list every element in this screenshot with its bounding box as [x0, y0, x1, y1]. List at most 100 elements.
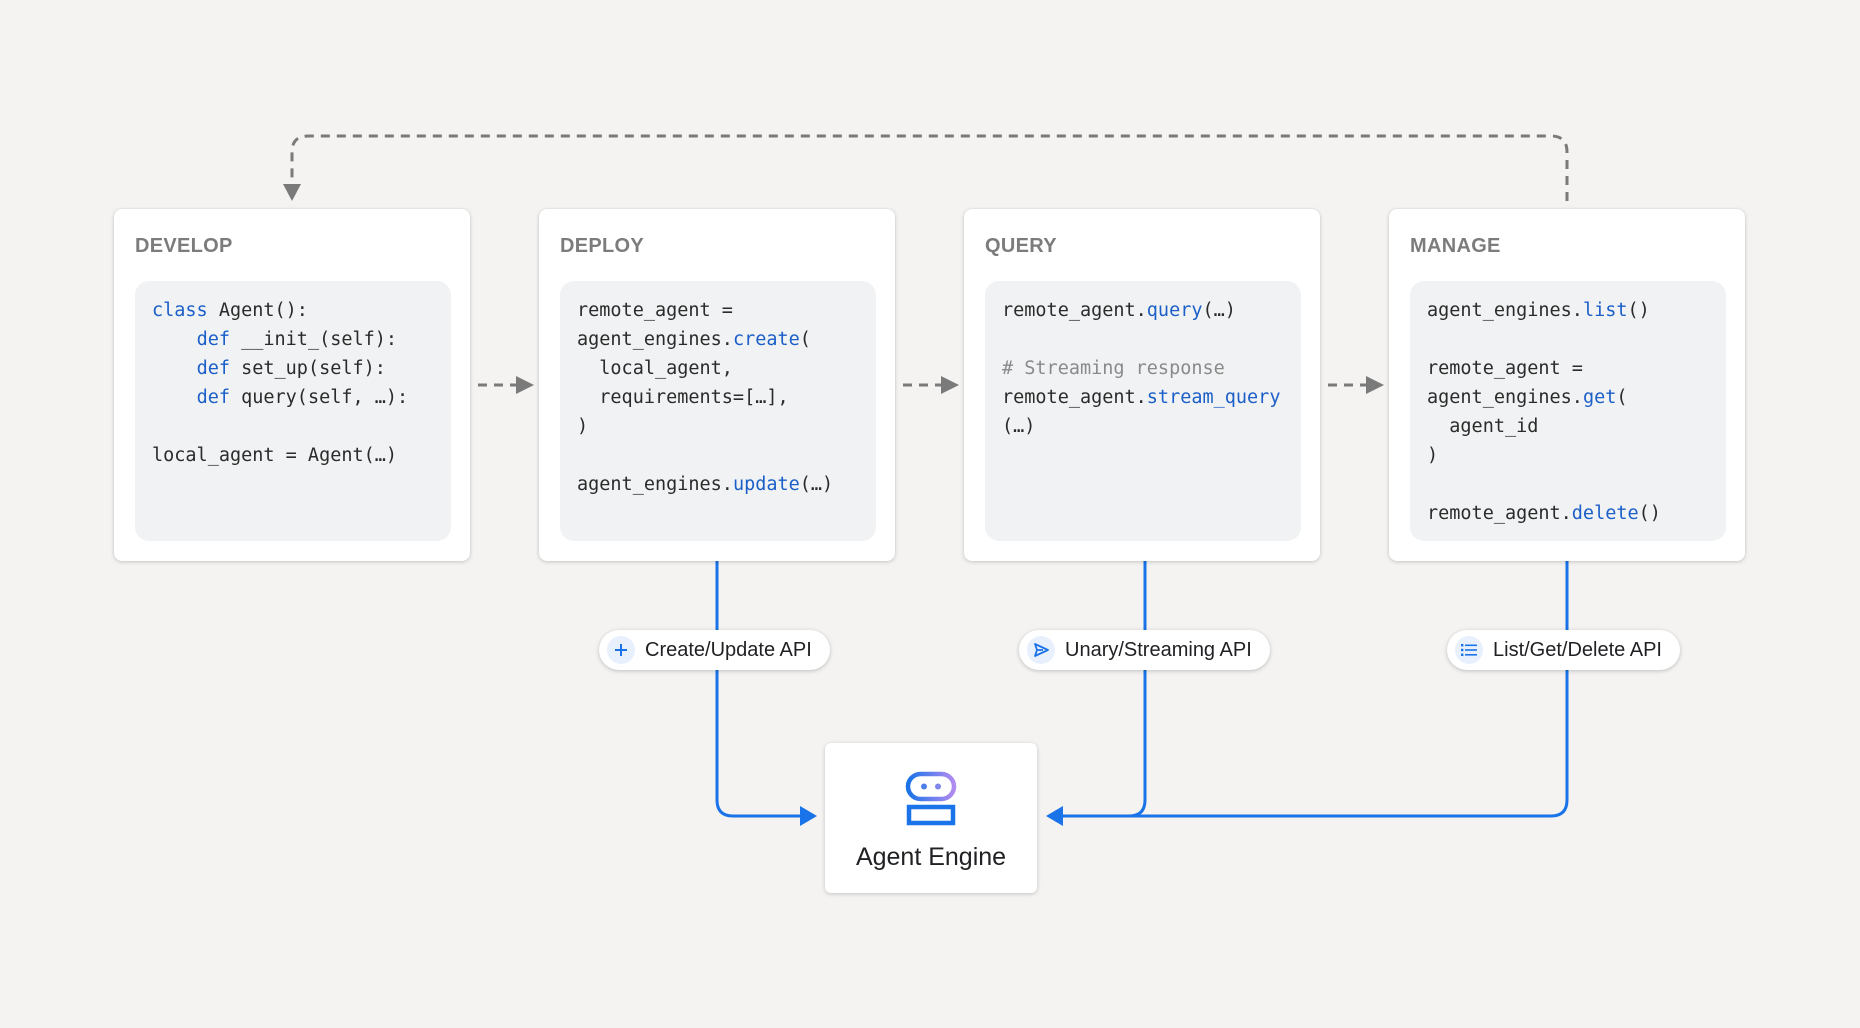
query-to-manage-arrowhead: [1366, 376, 1384, 394]
code-line: [152, 412, 451, 441]
code-text: (…): [799, 474, 834, 495]
code-text: local_agent = Agent(…): [152, 445, 398, 466]
code-text: [152, 329, 197, 350]
code-block: remote_agent =agent_engines.create( loca…: [560, 281, 876, 541]
card-title: DEVELOP: [135, 235, 233, 257]
code-keyword: class: [152, 300, 208, 321]
code-line: agent_engines.get(: [1427, 383, 1726, 412]
code-text: requirements=[…],: [577, 387, 789, 408]
card-title: QUERY: [985, 235, 1057, 257]
pill-label: Unary/Streaming API: [1065, 638, 1252, 661]
code-text: remote_agent.: [1427, 503, 1572, 524]
code-line: agent_engines.list(): [1427, 296, 1726, 325]
code-text: set_up(self):: [229, 358, 386, 379]
code-text: remote_agent =: [577, 300, 733, 321]
deploy-api-line: [715, 561, 804, 818]
code-text: agent_id: [1427, 416, 1539, 437]
code-text: (…): [1202, 300, 1236, 321]
code-block: agent_engines.list() remote_agent = agent_…: [1410, 281, 1726, 541]
card-title: DEPLOY: [560, 235, 645, 257]
code-line: agent_engines.update(…): [577, 470, 876, 499]
code-text: remote_agent.: [1002, 300, 1147, 321]
manage-api-line: [1060, 561, 1569, 818]
deploy-api-arrowhead: [800, 806, 817, 826]
deploy-card: DEPLOY remote_agent =agent_engines.creat…: [539, 209, 895, 561]
code-text: agent_engines.: [577, 474, 733, 495]
code-line: remote_agent.query(…): [1002, 296, 1301, 325]
code-line: ): [577, 412, 876, 441]
code-text: agent_engines.: [1427, 300, 1583, 321]
code-keyword: stream_query: [1146, 387, 1281, 408]
query-card: QUERY remote_agent.query(…)# Streaming r…: [964, 209, 1320, 561]
code-text: Agent():: [207, 300, 308, 321]
code-line: local_agent = Agent(…): [152, 441, 451, 470]
code-text: __init_(self):: [229, 329, 398, 350]
engine-label: Agent Engine: [855, 843, 1007, 871]
code-line: def query(self, …):: [152, 383, 451, 412]
code-keyword: delete: [1571, 503, 1639, 524]
develop-to-deploy-arrowhead: [516, 376, 534, 394]
code-comment: # Streaming response: [1002, 358, 1225, 379]
feedback-loop-arrowhead: [283, 184, 301, 201]
code-text: (: [799, 329, 811, 350]
code-text: agent_engines.: [577, 329, 733, 350]
deploy-to-query-arrowhead: [941, 376, 959, 394]
code-line: agent_id: [1427, 412, 1726, 441]
unary-streaming-api-pill: Unary/Streaming API: [1019, 630, 1270, 670]
code-text: remote_agent.: [1002, 387, 1147, 408]
code-text: (): [1638, 503, 1661, 524]
code-line: remote_agent =: [577, 296, 876, 325]
code-text: agent_engines.: [1427, 387, 1583, 408]
create-update-api-pill: Create/Update API: [599, 630, 830, 670]
code-line: [577, 441, 876, 470]
code-keyword: def: [196, 358, 230, 379]
code-line: remote_agent.delete(): [1427, 499, 1726, 528]
code-line: (…): [1002, 412, 1301, 441]
code-line: [1427, 325, 1726, 354]
code-line: ): [1427, 441, 1726, 470]
list-icon: [1455, 636, 1483, 664]
code-line: local_agent,: [577, 354, 876, 383]
code-text: local_agent,: [577, 358, 733, 379]
code-keyword: def: [196, 387, 230, 408]
code-text: (: [1616, 387, 1628, 408]
code-text: [152, 358, 197, 379]
send-icon: [1027, 636, 1055, 664]
code-line: class Agent():: [152, 296, 451, 325]
code-line: def __init_(self):: [152, 325, 451, 354]
code-text: remote_agent =: [1427, 358, 1583, 379]
card-title: MANAGE: [1410, 235, 1501, 257]
code-keyword: get: [1582, 387, 1617, 408]
code-keyword: create: [732, 329, 800, 350]
pill-label: Create/Update API: [645, 638, 812, 661]
code-text: (): [1627, 300, 1650, 321]
code-keyword: query: [1146, 300, 1203, 321]
code-keyword: update: [732, 474, 800, 495]
robot-icon: [905, 771, 957, 832]
agent-engine-box: Agent Engine: [825, 743, 1037, 893]
code-keyword: def: [196, 329, 230, 350]
plus-icon: [607, 636, 635, 664]
feedback-loop-arrow: [290, 134, 1569, 201]
query-api-line: [1060, 561, 1147, 818]
code-text: ): [1427, 445, 1439, 466]
develop-card: DEVELOP class Agent(): def __init_(self)…: [114, 209, 470, 561]
code-text: query(self, …):: [229, 387, 409, 408]
code-line: agent_engines.create(: [577, 325, 876, 354]
code-text: [152, 387, 197, 408]
code-block: class Agent(): def __init_(self): def se…: [135, 281, 451, 541]
code-block: remote_agent.query(…)# Streaming respons…: [985, 281, 1301, 541]
code-line: requirements=[…],: [577, 383, 876, 412]
code-line: remote_agent =: [1427, 354, 1726, 383]
code-text: (…): [1002, 416, 1036, 437]
code-line: [1427, 470, 1726, 499]
code-line: def set_up(self):: [152, 354, 451, 383]
engine-in-arrowhead: [1046, 806, 1063, 826]
pill-label: List/Get/Delete API: [1493, 638, 1662, 661]
code-line: # Streaming response: [1002, 354, 1301, 383]
manage-card: MANAGE agent_engines.list() remote_agent …: [1389, 209, 1745, 561]
list-get-delete-api-pill: List/Get/Delete API: [1447, 630, 1680, 670]
code-line: remote_agent.stream_query: [1002, 383, 1301, 412]
code-text: ): [577, 416, 589, 437]
